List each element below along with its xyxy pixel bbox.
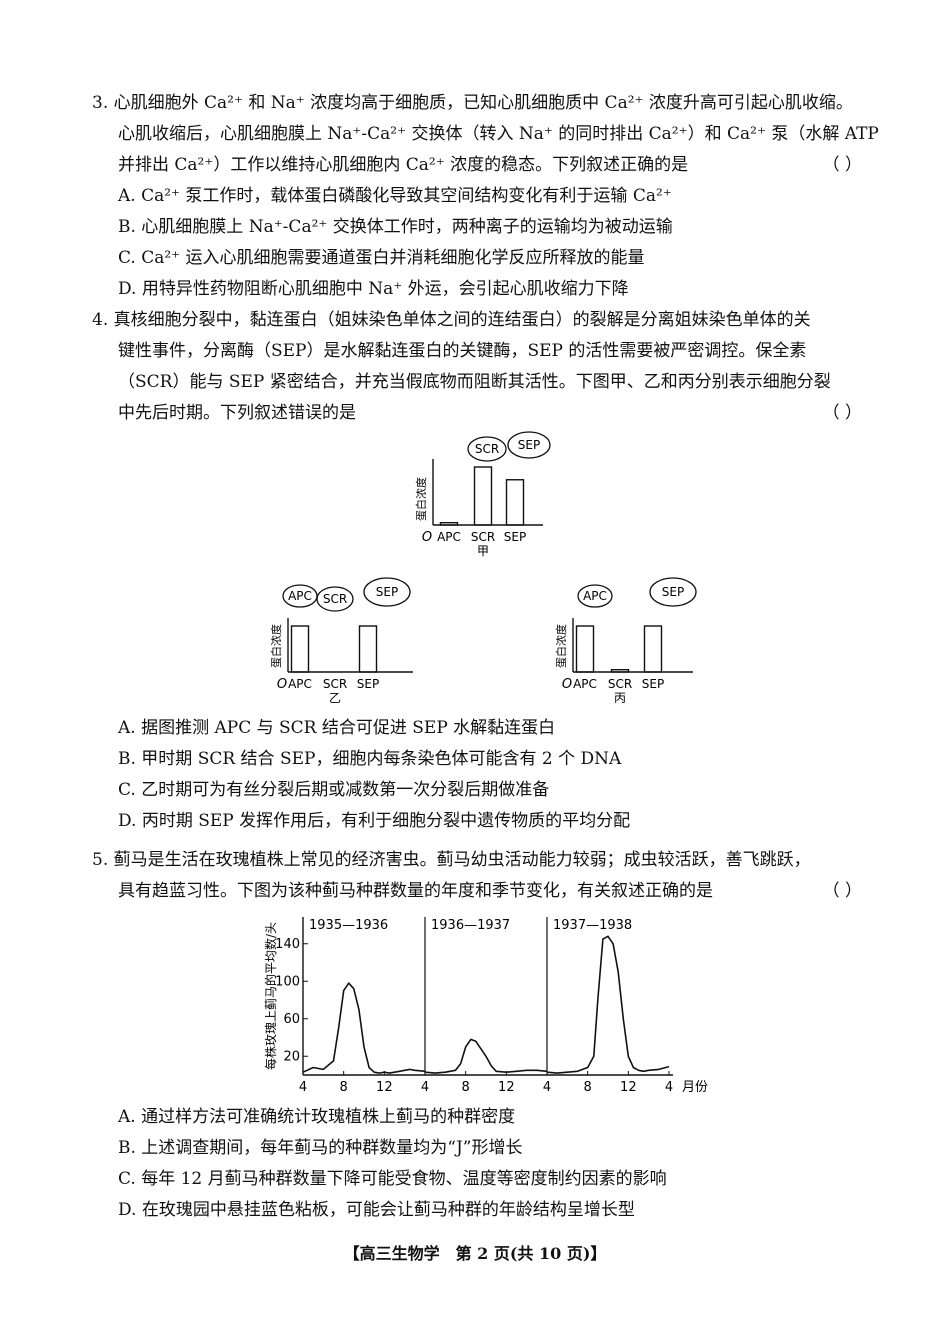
y-tick-label: 100 <box>275 974 300 989</box>
tick-label-scr: SCR <box>608 677 632 691</box>
protein-blob-scr <box>467 436 507 462</box>
question-5: 5. 蓟马是生活在玫瑰植株上常见的经济害虫。蓟马幼虫活动能力较弱；成虫较活跃，善… <box>92 845 862 907</box>
tick-label-apc: APC <box>573 677 597 691</box>
x-tick-label: 4 <box>543 1080 551 1095</box>
tick-label-scr: SCR <box>471 530 495 544</box>
q3-stem-end: 并排出 Ca²⁺）工作以维持心肌细胞内 Ca²⁺ 浓度的稳态。下列叙述正确的是 <box>118 155 689 175</box>
population-series-1 <box>302 982 426 1074</box>
x-tick-label: 12 <box>620 1080 637 1095</box>
protein-blob-apc <box>577 584 613 608</box>
q5-line-1: 5. 蓟马是生活在玫瑰植株上常见的经济害虫。蓟马幼虫活动能力较弱；成虫较活跃，善… <box>92 850 811 870</box>
protein-blob-sep <box>649 577 697 607</box>
y-axis-label: 蛋白浓度 <box>269 624 283 668</box>
protein-label-apc: APC <box>583 589 607 603</box>
question-3: 3. 心肌细胞外 Ca²⁺ 和 Na⁺ 浓度均高于细胞质，已知心肌细胞质中 Ca… <box>92 88 879 305</box>
bar-scr <box>473 466 493 526</box>
protein-label-sep: SEP <box>376 585 398 599</box>
bar-scr <box>610 668 630 673</box>
q4-option-c: C. 乙时期可为有丝分裂后期或减数第一次分裂后期做准备 <box>118 780 550 800</box>
x-tick-label: 8 <box>584 1080 592 1095</box>
protein-blob-sep <box>363 577 411 607</box>
q3-option-d: D. 用特异性药物阻断心肌细胞中 Na⁺ 外运，会引起心肌收缩力下降 <box>118 279 629 299</box>
q4-option-a: A. 据图推测 APC 与 SCR 结合可促进 SEP 水解黏连蛋白 <box>118 718 556 738</box>
q5-option-c: C. 每年 12 月蓟马种群数量下降可能受食物、温度等密度制约因素的影响 <box>118 1169 667 1189</box>
protein-label-apc: APC <box>288 589 312 603</box>
q5-line-2: 具有趋蓝习性。下图为该种蓟马种群数量的年度和季节变化，有关叙述正确的是 （ ） <box>92 876 862 907</box>
protein-label-scr: SCR <box>475 442 499 456</box>
period-label: 1937—1938 <box>553 918 632 933</box>
q5-stem-end: 具有趋蓝习性。下图为该种蓟马种群数量的年度和季节变化，有关叙述正确的是 <box>118 881 713 901</box>
chart-caption: 丙 <box>614 691 626 705</box>
q3-option-a: A. Ca²⁺ 泵工作时，载体蛋白磷酸化导致其空间结构变化有利于运输 Ca²⁺ <box>118 186 672 206</box>
y-tick-label: 60 <box>283 1012 300 1027</box>
protein-label-scr: SCR <box>323 592 347 606</box>
protein-blob-sep <box>507 431 551 459</box>
chart-caption: 乙 <box>329 691 341 705</box>
q4-line-3: （SCR）能与 SEP 紧密结合，并充当假底物而阻断其活性。下图甲、乙和丙分别表… <box>118 372 831 392</box>
x-tick-label: 4 <box>421 1080 429 1095</box>
q4-answer-bracket: （ ） <box>822 403 862 423</box>
x-tick-label: 4 <box>299 1080 307 1095</box>
period-label: 1936—1937 <box>431 918 510 933</box>
q4-line-1: 4. 真核细胞分裂中，黏连蛋白（姐妹染色单体之间的连结蛋白）的裂解是分离姐妹染色… <box>92 310 811 330</box>
protein-label-sep: SEP <box>662 585 684 599</box>
y-tick-label: 140 <box>275 937 300 952</box>
question-5-options: A. 通过样方法可准确统计玫瑰植株上蓟马的种群密度 B. 上述调查期间，每年蓟马… <box>92 1102 862 1226</box>
y-tick-label: 20 <box>283 1049 300 1064</box>
q4-option-d: D. 丙时期 SEP 发挥作用后，有利于细胞分裂中遗传物质的平均分配 <box>118 811 631 831</box>
x-tick-label: 8 <box>340 1080 348 1095</box>
bar-apc <box>575 625 595 673</box>
q5-option-b: B. 上述调查期间，每年蓟马的种群数量均为“J”形增长 <box>118 1138 523 1158</box>
chart-caption: 甲 <box>477 544 489 558</box>
bar-apc <box>439 521 459 526</box>
x-tick-label: 12 <box>498 1080 515 1095</box>
bar-chart-yi: O 蛋白浓度 APC SCR SEP 乙 APC SCR SEP <box>269 577 413 705</box>
q3-answer-bracket: （ ） <box>822 155 862 175</box>
q5-option-d: D. 在玫瑰园中悬挂蓝色粘板，可能会让蓟马种群的年龄结构呈增长型 <box>118 1200 635 1220</box>
tick-label-sep: SEP <box>504 530 526 544</box>
origin-label: O <box>422 530 432 545</box>
tick-label-apc: APC <box>288 677 312 691</box>
q4-stem-end: 中先后时期。下列叙述错误的是 <box>118 403 356 423</box>
tick-label-apc: APC <box>437 530 461 544</box>
x-tick-label: 12 <box>376 1080 393 1095</box>
q3-line-1: 3. 心肌细胞外 Ca²⁺ 和 Na⁺ 浓度均高于细胞质，已知心肌细胞质中 Ca… <box>92 93 853 113</box>
y-axis-label: 蛋白浓度 <box>414 477 428 521</box>
q4-line-4: 中先后时期。下列叙述错误的是 （ ） <box>92 398 862 429</box>
tick-label-scr: SCR <box>323 677 347 691</box>
bar-sep <box>643 625 663 673</box>
y-axis-label: 蛋白浓度 <box>554 624 568 668</box>
question-4: 4. 真核细胞分裂中，黏连蛋白（姐妹染色单体之间的连结蛋白）的裂解是分离姐妹染色… <box>92 305 862 429</box>
q4-option-b: B. 甲时期 SCR 结合 SEP，细胞内每条染色体可能含有 2 个 DNA <box>118 749 622 769</box>
protein-label-sep: SEP <box>518 438 540 452</box>
origin-label: O <box>562 677 572 692</box>
bar-sep <box>505 479 525 526</box>
population-series-3 <box>546 935 670 1074</box>
page-footer: 【高三生物学 第 2 页(共 10 页)】 <box>343 1244 607 1263</box>
bar-sep <box>358 625 378 673</box>
q3-option-c: C. Ca²⁺ 运入心肌细胞需要通道蛋白并消耗细胞化学反应所释放的能量 <box>118 248 645 268</box>
protein-blob-scr <box>316 586 354 612</box>
q5-option-a: A. 通过样方法可准确统计玫瑰植株上蓟马的种群密度 <box>118 1107 516 1127</box>
period-label: 1935—1936 <box>309 918 388 933</box>
tick-label-sep: SEP <box>642 677 664 691</box>
q4-line-2: 键性事件，分离酶（SEP）是水解黏连蛋白的关键酶，SEP 的活性需要被严密调控。… <box>118 341 807 361</box>
population-series-2 <box>424 1038 548 1074</box>
q3-line-3: 并排出 Ca²⁺）工作以维持心肌细胞内 Ca²⁺ 浓度的稳态。下列叙述正确的是 … <box>92 150 862 181</box>
x-axis-label: 月份 <box>682 1080 708 1095</box>
x-tick-label: 4 <box>665 1080 673 1095</box>
y-axis-label: 每株玫瑰上蓟马的平均数/头 <box>263 922 278 1070</box>
thrips-population-chart: 20 60 100 140 4 8 12 4 8 12 4 8 12 4 月份 每株玫瑰上蓟马的平均数/头 19… <box>263 917 708 1095</box>
q3-option-b: B. 心肌细胞膜上 Na⁺-Ca²⁺ 交换体工作时，两种离子的运输均为被动运输 <box>118 217 673 237</box>
tick-label-sep: SEP <box>357 677 379 691</box>
q3-line-2: 心肌收缩后，心肌细胞膜上 Na⁺-Ca²⁺ 交换体（转入 Na⁺ 的同时排出 C… <box>118 124 879 144</box>
x-tick-label: 8 <box>462 1080 470 1095</box>
bar-chart-bing: O 蛋白浓度 APC SCR SEP 丙 APC SEP <box>554 577 697 705</box>
q5-answer-bracket: （ ） <box>822 881 862 901</box>
origin-label: O <box>277 677 287 692</box>
bar-apc <box>290 625 310 673</box>
question-4-options: A. 据图推测 APC 与 SCR 结合可促进 SEP 水解黏连蛋白 B. 甲时… <box>92 713 862 837</box>
